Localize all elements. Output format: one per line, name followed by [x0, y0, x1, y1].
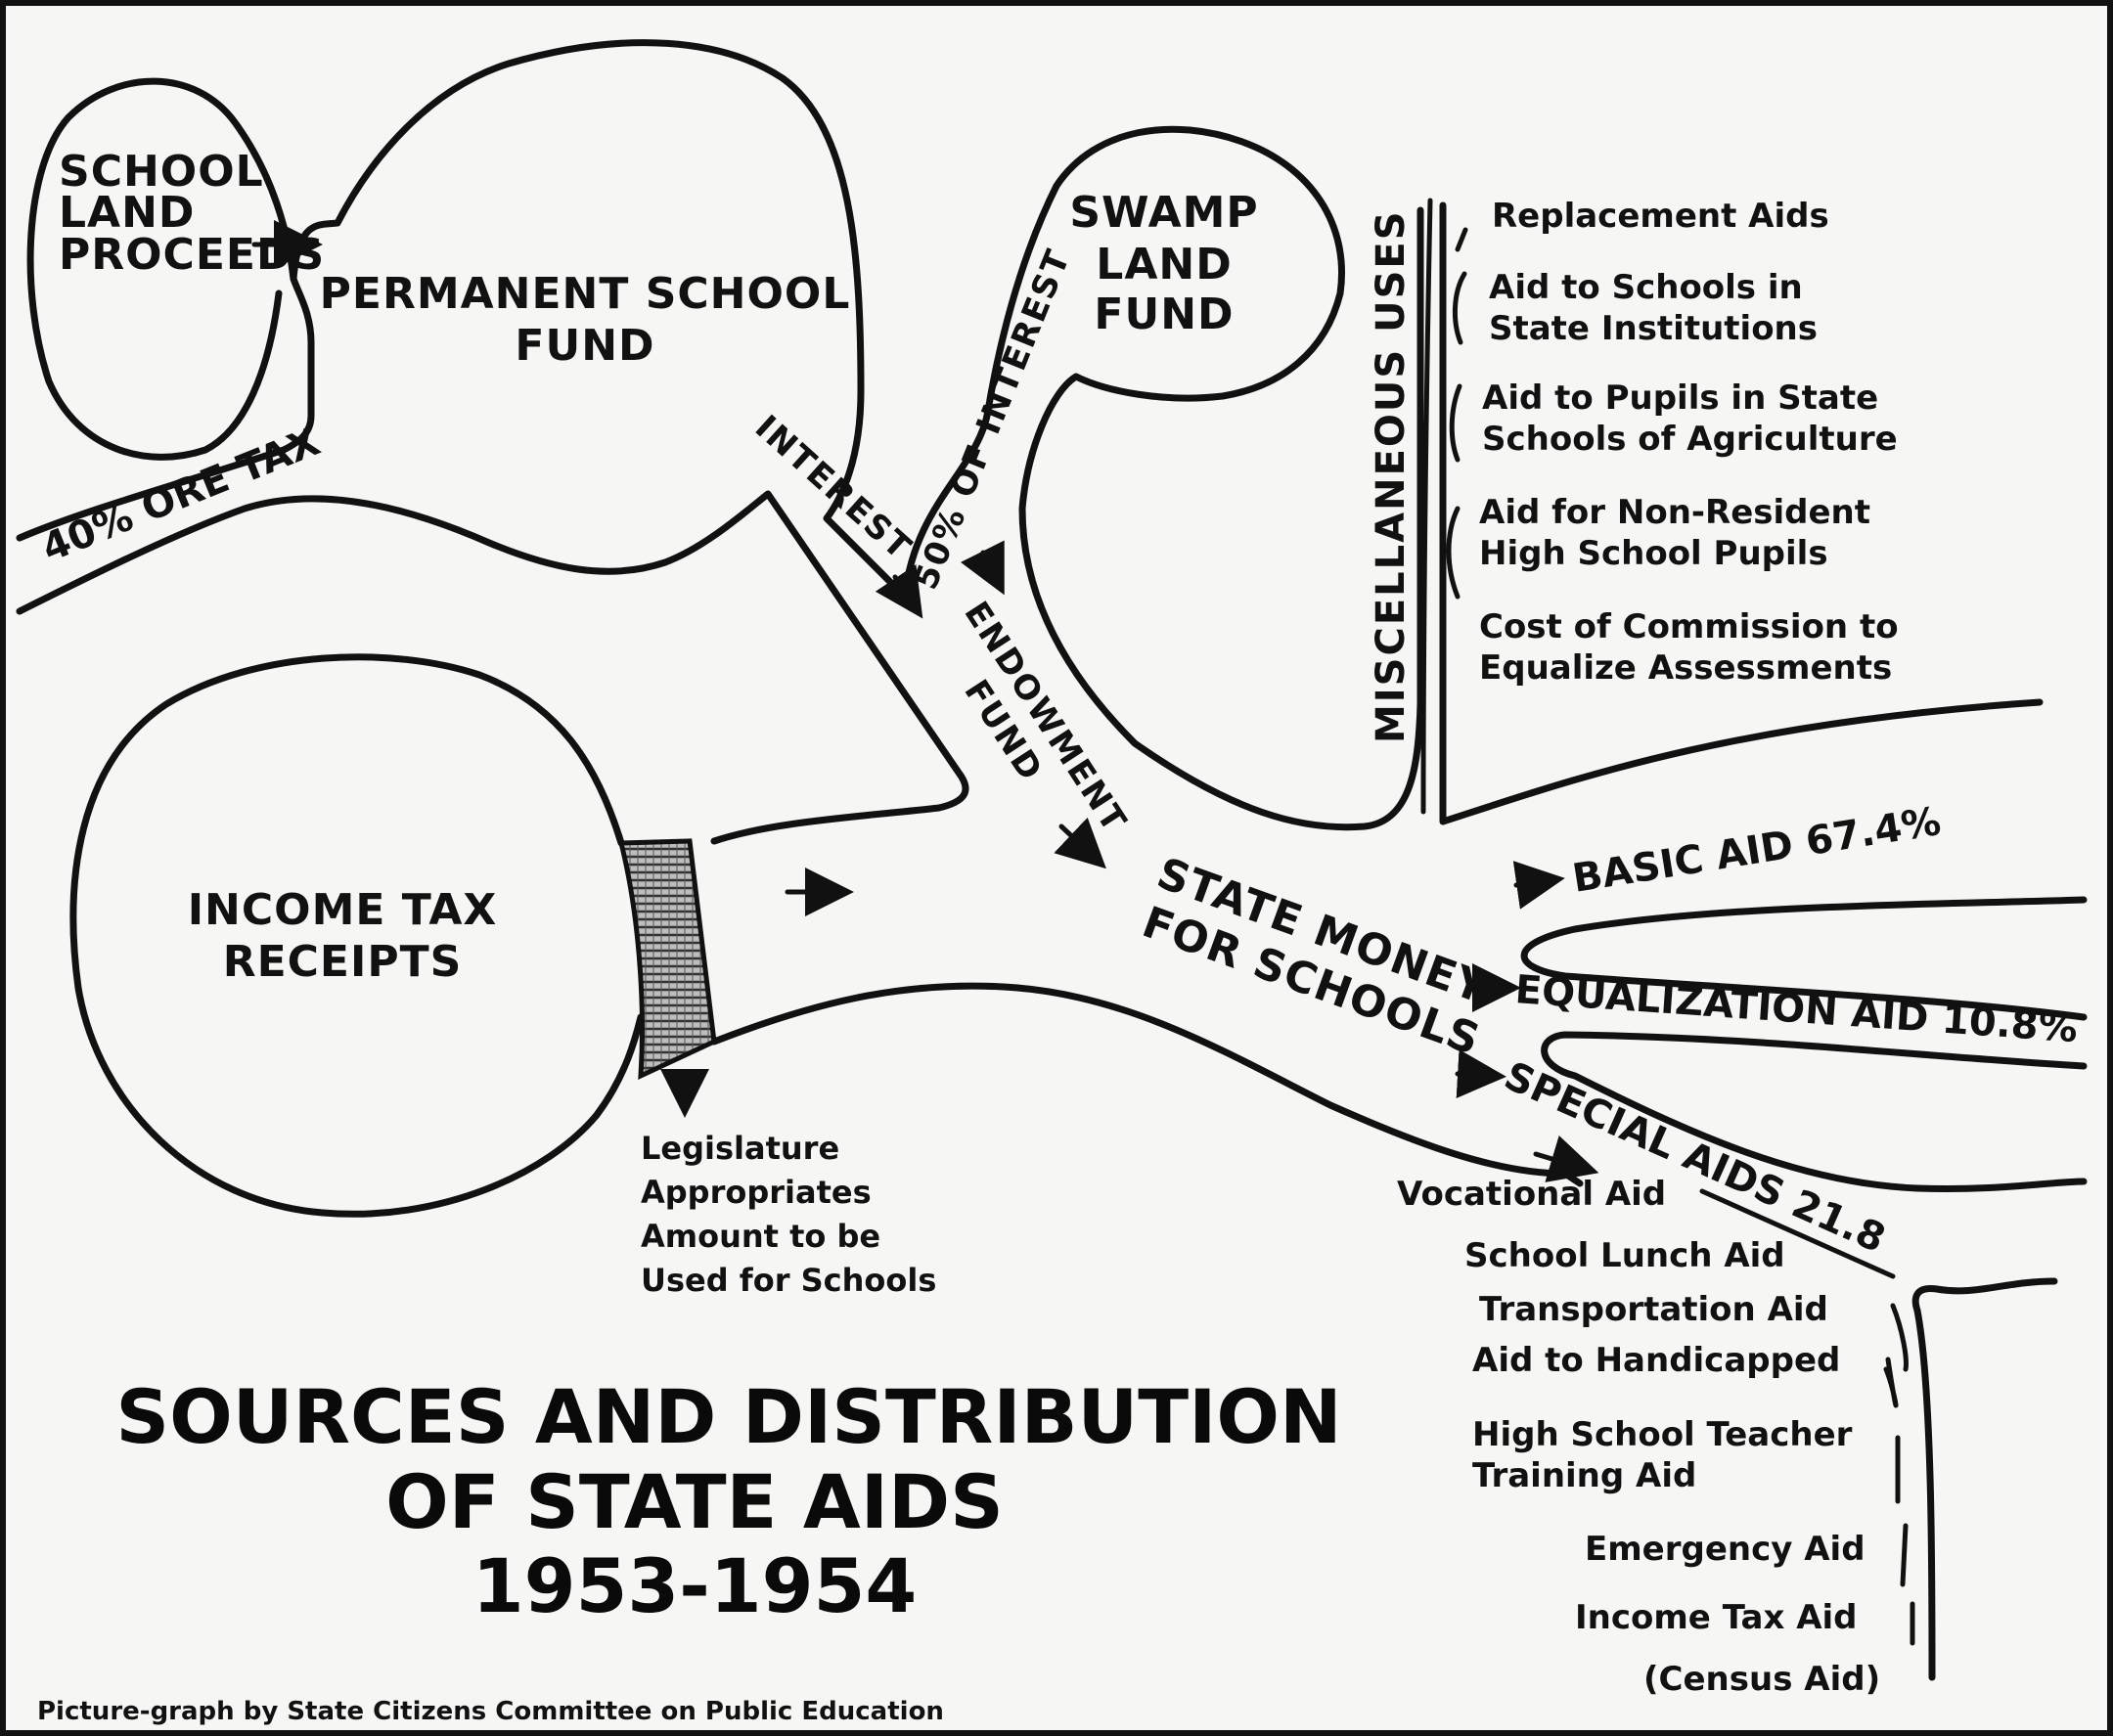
- equalization-aid-label: EQUALIZATION AID 10.8%: [1513, 967, 2079, 1051]
- misc-uses-list: Replacement Aids Aid to Schools in State…: [1479, 197, 1899, 688]
- bracket: [1883, 1357, 1899, 1408]
- bracket: [1446, 506, 1461, 600]
- svg-text:Vocational Aid: Vocational Aid: [1397, 1175, 1666, 1214]
- permanent-school-fund-label: PERMANENT SCHOOL FUND: [320, 269, 851, 371]
- ore-tax-upper-edge: [16, 275, 315, 542]
- special-branch-arrow-icon: [1533, 1135, 1599, 1182]
- school-land-proceeds-blob: [26, 77, 297, 461]
- svg-text:Used for Schools: Used for Schools: [641, 1262, 936, 1299]
- misc-uses-brace: [1420, 198, 1433, 815]
- svg-text:Replacement Aids: Replacement Aids: [1492, 197, 1829, 236]
- basic-equalization-prong: [1520, 896, 2088, 1021]
- svg-text:RECEIPTS: RECEIPTS: [223, 937, 463, 987]
- half-interest-label: 50% OF INTEREST: [906, 244, 1078, 596]
- bracket: [1890, 1303, 1909, 1372]
- svg-text:(Census Aid): (Census Aid): [1643, 1660, 1880, 1699]
- ore-tax-label: 40% ORE TAX: [36, 420, 327, 572]
- legislature-appropriation-band: [617, 838, 717, 1081]
- misc-uses-channel-edge: [1439, 201, 2044, 825]
- special-aids-arrow-icon: [1455, 1049, 1506, 1098]
- svg-text:Aid to Handicapped: Aid to Handicapped: [1472, 1341, 1840, 1380]
- svg-text:Training Aid: Training Aid: [1472, 1456, 1696, 1495]
- svg-text:PERMANENT SCHOOL: PERMANENT SCHOOL: [320, 269, 851, 319]
- svg-text:SCHOOL: SCHOOL: [59, 147, 264, 197]
- endowment-arrow-icon: [1054, 817, 1106, 869]
- svg-text:Equalize Assessments: Equalize Assessments: [1479, 648, 1892, 688]
- svg-text:INCOME TAX: INCOME TAX: [188, 885, 498, 935]
- income-tax-circle: [69, 653, 645, 1218]
- bracket: [1900, 1523, 1909, 1587]
- ore-tax-lower-edge: [16, 490, 969, 845]
- school-land-proceeds-label: SCHOOL LAND PROCEEDS: [59, 147, 325, 280]
- bracket: [1452, 271, 1467, 345]
- half-interest-arrow-icon: [960, 540, 1005, 596]
- svg-text:Aid for Non-Resident: Aid for Non-Resident: [1479, 493, 1870, 532]
- svg-text:FUND: FUND: [515, 321, 654, 371]
- income-tax-receipts-label: INCOME TAX RECEIPTS: [188, 885, 498, 987]
- swamp-land-fund-label: SWAMP LAND FUND: [1069, 188, 1258, 339]
- special-aids-label: SPECIAL AIDS 21.8: [1498, 1053, 1892, 1262]
- svg-text:Cost of Commission to: Cost of Commission to: [1479, 607, 1899, 646]
- svg-text:Aid to Schools in: Aid to Schools in: [1489, 268, 1803, 307]
- permanent-fund-outline: [290, 39, 1424, 831]
- svg-text:High School Pupils: High School Pupils: [1479, 534, 1828, 573]
- diagram-title: SOURCES AND DISTRIBUTION OF STATE AIDS 1…: [115, 1373, 1341, 1629]
- svg-text:SWAMP: SWAMP: [1069, 188, 1258, 238]
- svg-text:High School Teacher: High School Teacher: [1472, 1415, 1853, 1454]
- svg-text:PROCEEDS: PROCEEDS: [59, 230, 325, 280]
- svg-text:OF STATE AIDS: OF STATE AIDS: [385, 1458, 1004, 1545]
- svg-text:Emergency Aid: Emergency Aid: [1585, 1530, 1866, 1569]
- special-aids-enclosure: [1911, 1277, 2058, 1681]
- interest-label: INTEREST: [747, 408, 920, 568]
- special-aids-list: Vocational Aid School Lunch Aid Transpor…: [1397, 1175, 1880, 1699]
- credit-line: Picture-graph by State Citizens Committe…: [37, 1697, 944, 1726]
- vocational-connector: [1699, 1188, 1896, 1279]
- equalization-special-prong: [1541, 1031, 2088, 1193]
- svg-text:1953-1954: 1953-1954: [472, 1542, 918, 1629]
- bracket: [1455, 227, 1468, 252]
- misc-uses-heading: MISCELLANEOUS USES: [1369, 209, 1414, 743]
- basic-aid-label: BASIC AID 67.4%: [1569, 799, 1944, 902]
- svg-text:LAND: LAND: [1096, 240, 1232, 289]
- bracket: [1449, 383, 1462, 463]
- svg-text:Transportation Aid: Transportation Aid: [1479, 1290, 1828, 1329]
- interest-arrow-icon: [875, 564, 923, 619]
- svg-text:State Institutions: State Institutions: [1489, 309, 1818, 348]
- svg-text:LAND: LAND: [59, 188, 195, 238]
- svg-text:SOURCES AND DISTRIBUTION: SOURCES AND DISTRIBUTION: [115, 1373, 1341, 1460]
- svg-text:Appropriates: Appropriates: [641, 1174, 872, 1211]
- svg-text:School Lunch Aid: School Lunch Aid: [1464, 1236, 1785, 1275]
- svg-text:Schools of Agriculture: Schools of Agriculture: [1482, 420, 1898, 459]
- basic-aid-arrow-icon: [1512, 861, 1565, 910]
- svg-text:Legislature: Legislature: [641, 1130, 839, 1167]
- svg-text:Income Tax Aid: Income Tax Aid: [1575, 1598, 1858, 1637]
- svg-text:FUND: FUND: [1094, 289, 1234, 339]
- legislature-note: Legislature Appropriates Amount to be Us…: [641, 1130, 936, 1299]
- svg-text:Aid to Pupils in State: Aid to Pupils in State: [1482, 378, 1878, 418]
- main-channel-lower-edge: [710, 982, 1584, 1187]
- svg-text:Amount to be: Amount to be: [641, 1218, 880, 1255]
